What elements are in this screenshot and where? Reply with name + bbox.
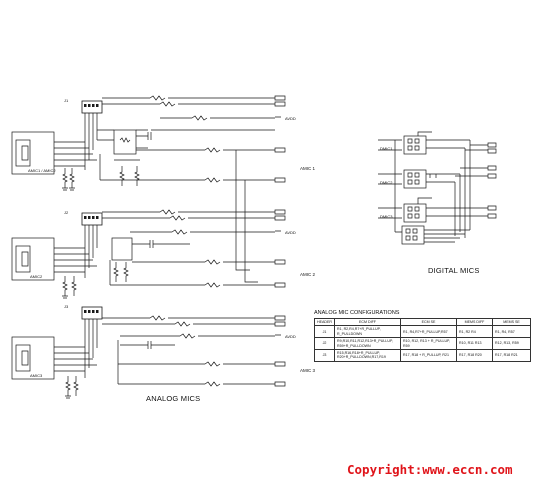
config-table-header-row: HEADER ECM DIFF ECM SE MEMS DIFF MEMS SE bbox=[314, 317, 531, 327]
amic3-block bbox=[11, 306, 286, 399]
amic3-jack bbox=[11, 336, 55, 380]
table-cell: R17, R18 R20 bbox=[456, 349, 493, 362]
col-ecm-diff: ECM DIFF bbox=[334, 317, 401, 327]
copyright-watermark: Copyright:www.eccn.com bbox=[347, 462, 513, 477]
table-cell: R10, R11 R13 bbox=[456, 337, 493, 351]
amic1-label: AMIC 1 bbox=[300, 166, 316, 171]
table-cell: J2 bbox=[314, 337, 335, 351]
table-cell: J1 bbox=[314, 325, 335, 339]
j1-label: J1 bbox=[64, 98, 69, 103]
j3-header bbox=[81, 306, 103, 320]
table-row: J2 R9,R10,R11,R12,R13+R_PULLUP, R59+R_PU… bbox=[314, 337, 531, 351]
amic2-jack-label: AMIC2 bbox=[30, 274, 43, 279]
col-ecm-se: ECM SE bbox=[400, 317, 457, 327]
amic2-block bbox=[11, 150, 286, 299]
amic2-label: AMIC 2 bbox=[300, 272, 316, 277]
col-mems-se: MEMS SE bbox=[492, 317, 531, 327]
col-header: HEADER bbox=[314, 317, 335, 327]
table-cell: R1, R4,R7+R_PULLUP,R57 bbox=[400, 325, 457, 339]
table-cell: R1, R4, R57 bbox=[492, 325, 531, 339]
table-cell: J3 bbox=[314, 349, 335, 362]
digital-mics-block bbox=[378, 131, 497, 245]
amic3-label: AMIC 3 bbox=[300, 368, 316, 373]
amic1-jack bbox=[11, 131, 55, 175]
j1-header bbox=[81, 100, 103, 114]
amic1-block bbox=[11, 95, 286, 191]
digital-mics-caption: DIGITAL MICS bbox=[428, 266, 480, 275]
amic3-jack-label: AMIC3 bbox=[30, 373, 43, 378]
avdd-label-3: AVDD bbox=[285, 334, 296, 339]
table-cell: R15,R16,R18+R_PULLUP, R20+R_PULLDOWN,R17… bbox=[334, 349, 401, 362]
amic2-jack bbox=[11, 237, 55, 281]
dmic1-label: DMIC1 bbox=[380, 146, 393, 151]
amic1-jack-label: AMIC1 / AMIC2 bbox=[28, 168, 56, 173]
table-cell: R17, R18 + R_PULLUP, R21 bbox=[400, 349, 457, 362]
j2-header bbox=[81, 212, 103, 226]
table-row: J3 R15,R16,R18+R_PULLUP, R20+R_PULLDOWN,… bbox=[314, 349, 531, 362]
table-cell: R12, R13, R59 bbox=[492, 337, 531, 351]
table-cell: R10, R12, R13 + R_PULLUP, R59 bbox=[400, 337, 457, 351]
analog-mics-caption: ANALOG MICS bbox=[146, 394, 201, 403]
table-cell: R1, R2 R4 bbox=[456, 325, 493, 339]
j2-label: J2 bbox=[64, 210, 69, 215]
table-cell: R1, R2,R4,R7+R_PULLUP, R_PULLDOWN bbox=[334, 325, 401, 339]
analog-mic-config-table: ANALOG MIC CONFIGURATIONS HEADER ECM DIF… bbox=[314, 310, 531, 362]
j3-label: J3 bbox=[64, 304, 69, 309]
avdd-label-2: AVDD bbox=[285, 230, 296, 235]
avdd-label-1: AVDD bbox=[285, 116, 296, 121]
table-row: J1 R1, R2,R4,R7+R_PULLUP, R_PULLDOWN R1,… bbox=[314, 325, 531, 339]
col-mems-diff: MEMS DIFF bbox=[456, 317, 493, 327]
config-table-title: ANALOG MIC CONFIGURATIONS bbox=[314, 310, 400, 316]
dmic3-label: DMIC3 bbox=[380, 214, 393, 219]
table-cell: R9,R10,R11,R12,R13+R_PULLUP, R59+R_PULLD… bbox=[334, 337, 401, 351]
dmic2-label: DMIC2 bbox=[380, 180, 393, 185]
table-cell: R17, R18 R21 bbox=[492, 349, 531, 362]
